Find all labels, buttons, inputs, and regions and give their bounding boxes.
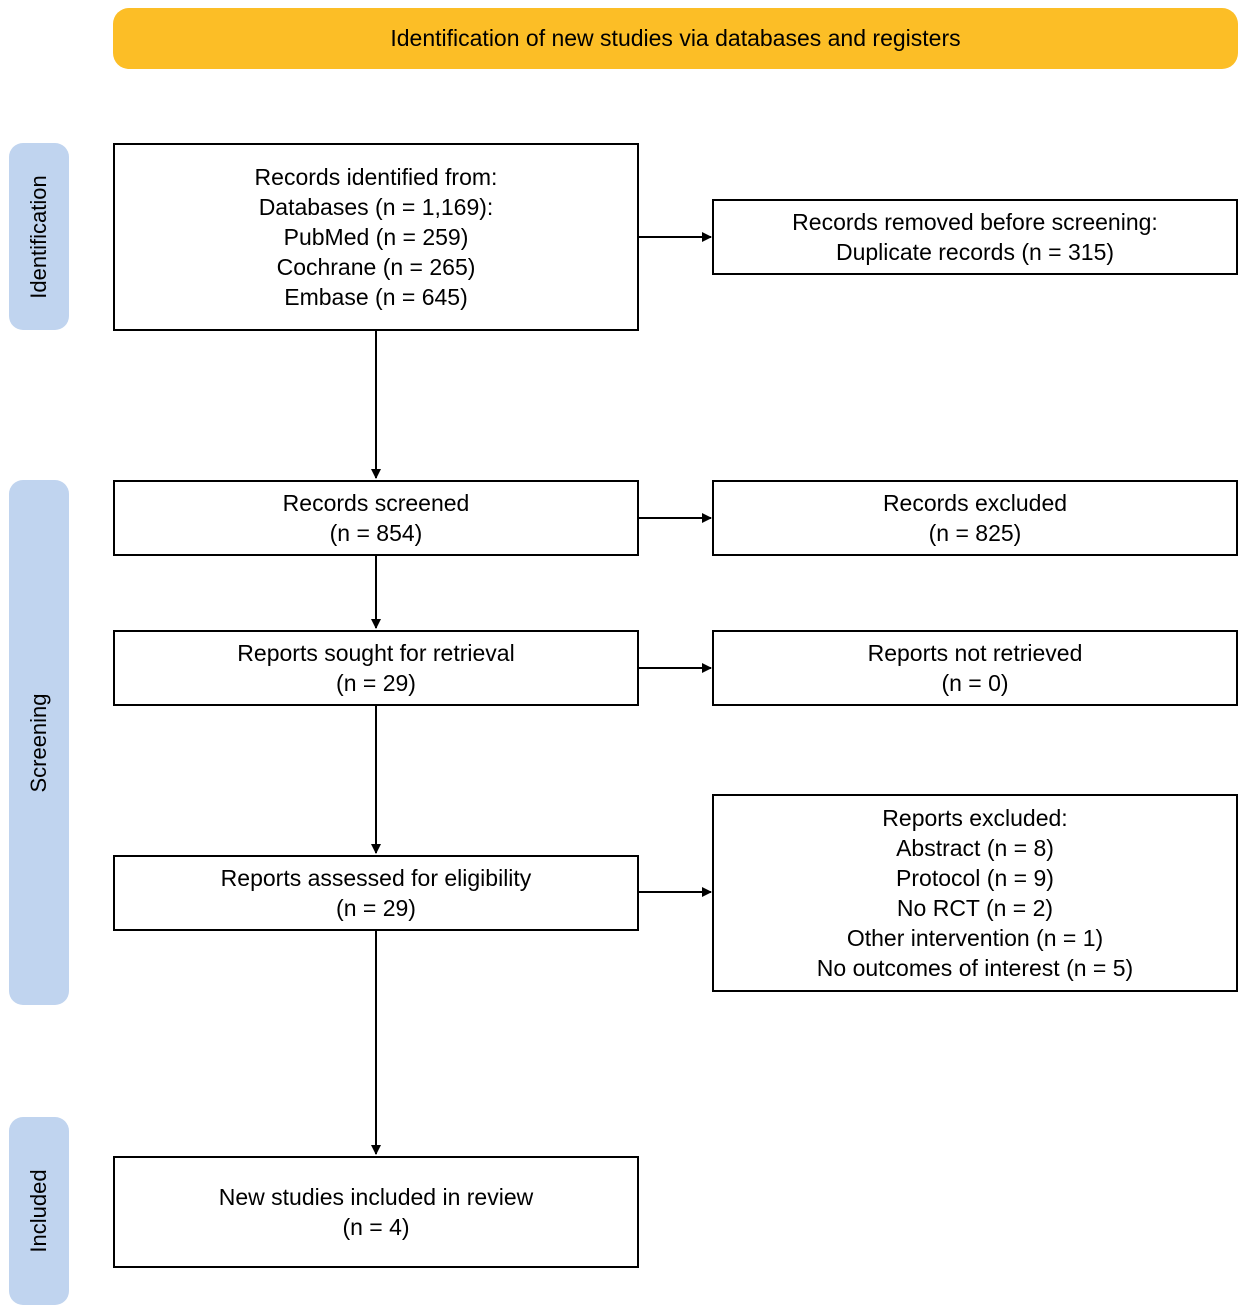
box-line: No RCT (n = 2) bbox=[896, 895, 1054, 921]
box-line: New studies included in review bbox=[218, 1184, 534, 1210]
box-line: (n = 0) bbox=[941, 670, 1009, 696]
box-line: Records excluded bbox=[882, 490, 1068, 516]
box-line: Other intervention (n = 1) bbox=[846, 925, 1104, 951]
box-reports-sought: Reports sought for retrieval (n = 29) bbox=[113, 630, 639, 706]
box-line: PubMed (n = 259) bbox=[283, 224, 469, 250]
box-reports-excluded: Reports excluded: Abstract (n = 8) Proto… bbox=[712, 794, 1238, 992]
box-line: Records identified from: bbox=[254, 164, 498, 190]
phase-screening: Screening bbox=[9, 480, 69, 1005]
box-reports-assessed: Reports assessed for eligibility (n = 29… bbox=[113, 855, 639, 931]
header-title: Identification of new studies via databa… bbox=[390, 25, 961, 51]
box-line: (n = 854) bbox=[329, 520, 423, 546]
box-line: Duplicate records (n = 315) bbox=[835, 239, 1115, 265]
phase-included: Included bbox=[9, 1117, 69, 1305]
box-line: (n = 825) bbox=[928, 520, 1022, 546]
box-records-identified: Records identified from: Databases (n = … bbox=[113, 143, 639, 331]
box-line: (n = 29) bbox=[336, 895, 416, 921]
header-banner: Identification of new studies via databa… bbox=[113, 8, 1238, 69]
box-records-screened: Records screened (n = 854) bbox=[113, 480, 639, 556]
box-records-removed: Records removed before screening: Duplic… bbox=[712, 199, 1238, 275]
box-line: (n = 29) bbox=[336, 670, 416, 696]
box-records-excluded: Records excluded (n = 825) bbox=[712, 480, 1238, 556]
box-line: Reports assessed for eligibility bbox=[220, 865, 532, 891]
box-line: (n = 4) bbox=[342, 1214, 410, 1240]
box-line: Reports sought for retrieval bbox=[237, 640, 515, 666]
box-line: No outcomes of interest (n = 5) bbox=[816, 955, 1134, 981]
box-line: Cochrane (n = 265) bbox=[276, 254, 476, 280]
box-line: Records screened bbox=[282, 490, 470, 516]
box-line: Embase (n = 645) bbox=[284, 284, 468, 310]
phase-identification: Identification bbox=[9, 143, 69, 330]
box-line: Databases (n = 1,169): bbox=[258, 194, 494, 220]
box-line: Abstract (n = 8) bbox=[896, 835, 1054, 861]
box-line: Reports excluded: bbox=[882, 805, 1068, 831]
box-reports-not-retrieved: Reports not retrieved (n = 0) bbox=[712, 630, 1238, 706]
box-studies-included: New studies included in review (n = 4) bbox=[113, 1156, 639, 1268]
box-line: Protocol (n = 9) bbox=[896, 865, 1054, 891]
box-line: Reports not retrieved bbox=[867, 640, 1083, 666]
box-line: Records removed before screening: bbox=[792, 209, 1158, 235]
